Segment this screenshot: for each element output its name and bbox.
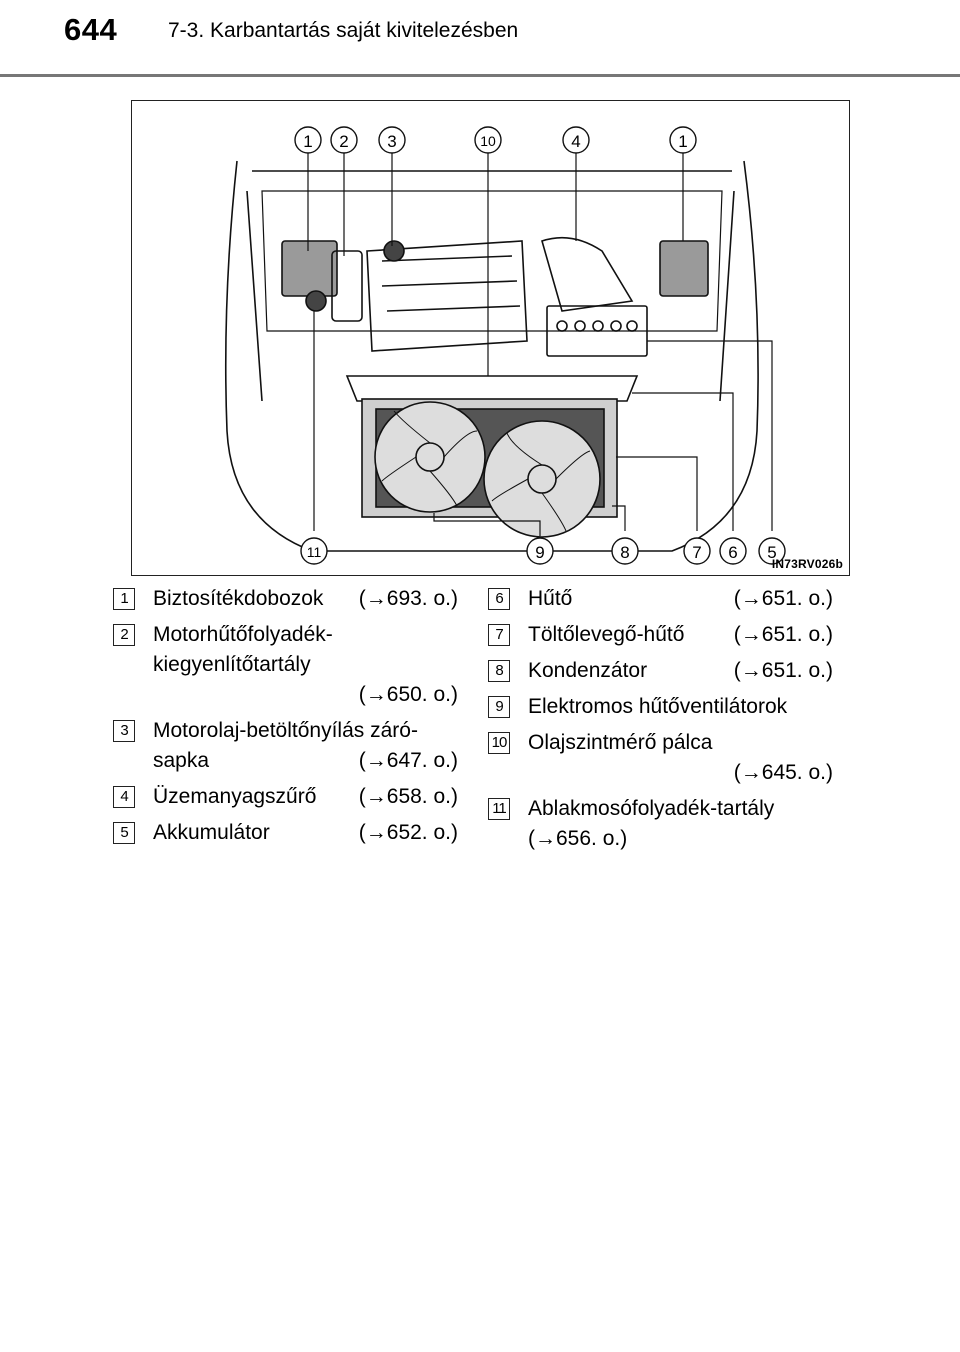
legend-item-5: 5 Akkumulátor (→652. o.) [113,818,458,848]
figure-code: IN73RV026b [771,557,843,571]
page-number: 644 [64,12,118,47]
bottom-callouts: 11 9 8 7 6 5 [300,537,786,565]
callout-1-left: 1 [294,126,322,154]
legend-item-7: 7 Töltőlevegő-hűtő (→651. o.) [488,620,833,650]
callout-11: 11 [300,537,328,565]
number-badge: 6 [488,588,510,610]
page-reference: (→658. o.) [358,785,458,808]
number-badge: 2 [113,624,135,646]
callout-label: 2 [339,132,348,151]
callout-7: 7 [683,537,711,565]
callout-5: 5 [758,537,786,565]
callout-label: 7 [692,543,701,562]
page-reference: (→651. o.) [733,623,833,646]
callout-8: 8 [611,537,639,565]
number-badge: 7 [488,624,510,646]
legend-item-1: 1 Biztosítékdobozok (→693. o.) [113,584,458,614]
callout-4: 4 [562,126,590,154]
header-divider [0,74,960,77]
callout-1-right: 1 [669,126,697,154]
legend-item-9: 9 Elektromos hűtőventilátorok [488,692,833,722]
callout-label: 1 [678,132,687,151]
number-badge: 1 [113,588,135,610]
legend-item-11: 11 Ablakmosófolyadék-tartály (→656. o.) [488,794,833,854]
legend-text: Olajszintmérő pálca [528,731,713,754]
callout-label: 4 [571,132,580,151]
callout-label: 11 [307,544,322,560]
page-reference: (→656. o.) [528,827,628,850]
legend-text: kiegyenlítőtartály [153,653,311,676]
page-reference: (→647. o.) [358,749,458,772]
number-badge: 3 [113,720,135,742]
legend-item-8: 8 Kondenzátor (→651. o.) [488,656,833,686]
legend-item-3: 3 Motorolaj-betöltőnyílás záró- sapka (→6… [113,716,458,776]
engine-compartment-illustration: 1 2 3 10 4 1 [224,126,786,565]
callout-9: 9 [526,537,554,565]
callout-label: 10 [480,133,496,149]
legend-text: Elektromos hűtőventilátorok [528,695,788,718]
legend-text: Motorolaj-betöltőnyílás záró- [153,719,418,742]
callout-10: 10 [474,126,502,154]
legend-item-2: 2 Motorhűtőfolyadék- kiegyenlítőtartály … [113,620,458,710]
number-badge: 8 [488,660,510,682]
number-badge: 10 [488,732,510,754]
number-badge: 9 [488,696,510,718]
callout-label: 6 [728,543,737,562]
number-badge: 5 [113,822,135,844]
legend-item-10: 10 Olajszintmérő pálca (→645. o.) [488,728,833,788]
page-reference: (→645. o.) [733,761,833,784]
top-callouts: 1 2 3 10 4 1 [294,126,697,154]
legend-item-6: 6 Hűtő (→651. o.) [488,584,833,614]
legend-text: Biztosítékdobozok [153,587,324,610]
callout-label: 1 [303,132,312,151]
legend-text: Kondenzátor [528,659,648,682]
number-badge: 4 [113,786,135,808]
callout-label: 8 [620,543,629,562]
legend-left: 1 Biztosítékdobozok (→693. o.) 2 Motorhűt… [113,584,458,854]
number-badge: 11 [488,798,510,820]
legend-text: Akkumulátor [153,821,270,844]
page-reference: (→693. o.) [358,587,458,610]
legend-right: 6 Hűtő (→651. o.) 7 Töltőlevegő-hűtő (→651… [488,584,833,860]
callout-6: 6 [719,537,747,565]
callout-label: 9 [535,543,544,562]
section-title: 7-3. Karbantartás saját kivitelezésben [168,19,519,42]
callout-2: 2 [330,126,358,154]
legend-text: Üzemanyagszűrő [153,785,317,808]
page-reference: (→651. o.) [733,659,833,682]
legend-text: sapka [153,749,210,772]
page-reference: (→650. o.) [358,683,458,706]
legend-item-4: 4 Üzemanyagszűrő (→658. o.) [113,782,458,812]
callout-label: 3 [387,132,396,151]
callout-label: 5 [767,543,776,562]
page-reference: (→651. o.) [733,587,833,610]
legend-text: Töltőlevegő-hűtő [528,623,685,646]
callout-3: 3 [378,126,406,154]
legend-text: Ablakmosófolyadék-tartály [528,797,775,820]
legend-text: Motorhűtőfolyadék- [153,623,333,646]
legend-text: Hűtő [528,587,573,610]
page-reference: (→652. o.) [358,821,458,844]
engine-compartment-figure: 1 2 3 10 4 1 [131,100,850,576]
